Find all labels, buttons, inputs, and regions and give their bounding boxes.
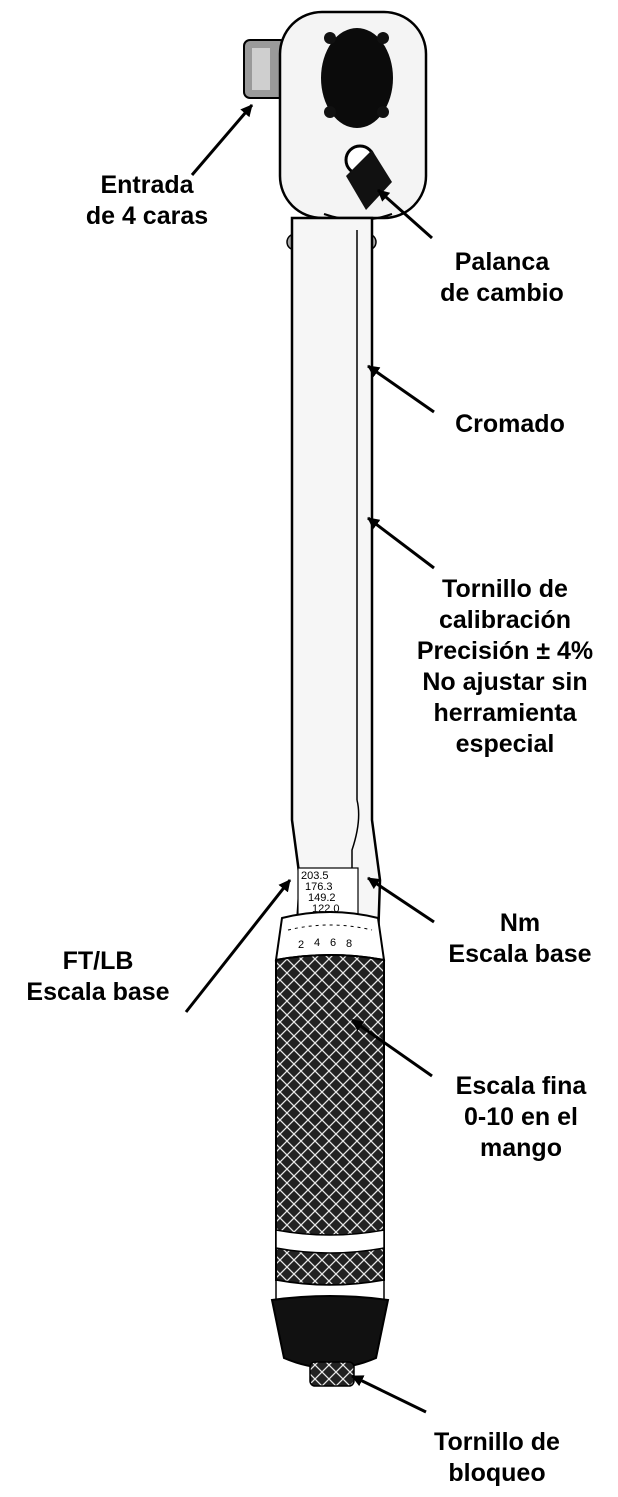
label-ftlb-escala: FT/LB Escala base <box>26 947 170 1006</box>
fine-scale-digit: 6 <box>330 937 336 949</box>
nm-scale-window: 203.5 176.3 149.2 122.0 <box>297 867 359 917</box>
fine-scale-digit: 2 <box>298 939 304 951</box>
reversing-lever <box>344 144 392 210</box>
fine-scale-digit: 4 <box>314 937 320 949</box>
nm-scale-value: 176.3 <box>305 881 333 893</box>
label-cromado: Cromado <box>455 410 565 438</box>
arrow-entrada <box>190 104 254 176</box>
end-cap <box>270 1295 390 1387</box>
leader-arrows <box>184 104 435 1414</box>
arrow-palanca <box>377 188 433 240</box>
ratchet-head <box>278 10 428 221</box>
arrow-bloqueo <box>351 1374 427 1414</box>
label-palanca: Palanca de cambio <box>440 248 564 307</box>
arrow-ftlb <box>184 879 292 1013</box>
arrow-escala-fina <box>351 1018 433 1078</box>
nm-scale-value: 149.2 <box>308 892 336 904</box>
fine-scale-digit: 8 <box>346 938 352 950</box>
label-tornillo-bloqueo: Tornillo de bloqueo <box>434 1428 560 1487</box>
label-escala-fina: Escala fina 0-10 en el mango <box>455 1072 587 1162</box>
arrow-calibracion <box>367 516 435 570</box>
nm-scale-value: 203.5 <box>301 870 329 882</box>
arrow-nm <box>367 876 435 924</box>
arrow-cromado <box>367 364 435 414</box>
label-tornillo-calibracion: Tornillo de calibración Precisión ± 4% N… <box>416 575 594 758</box>
fine-scale-collar: 2 4 6 8 <box>274 911 386 962</box>
label-entrada: Entrada de 4 caras <box>85 171 209 230</box>
label-nm-escala: Nm Escala base <box>448 909 592 968</box>
knurled-grip <box>275 954 385 1306</box>
